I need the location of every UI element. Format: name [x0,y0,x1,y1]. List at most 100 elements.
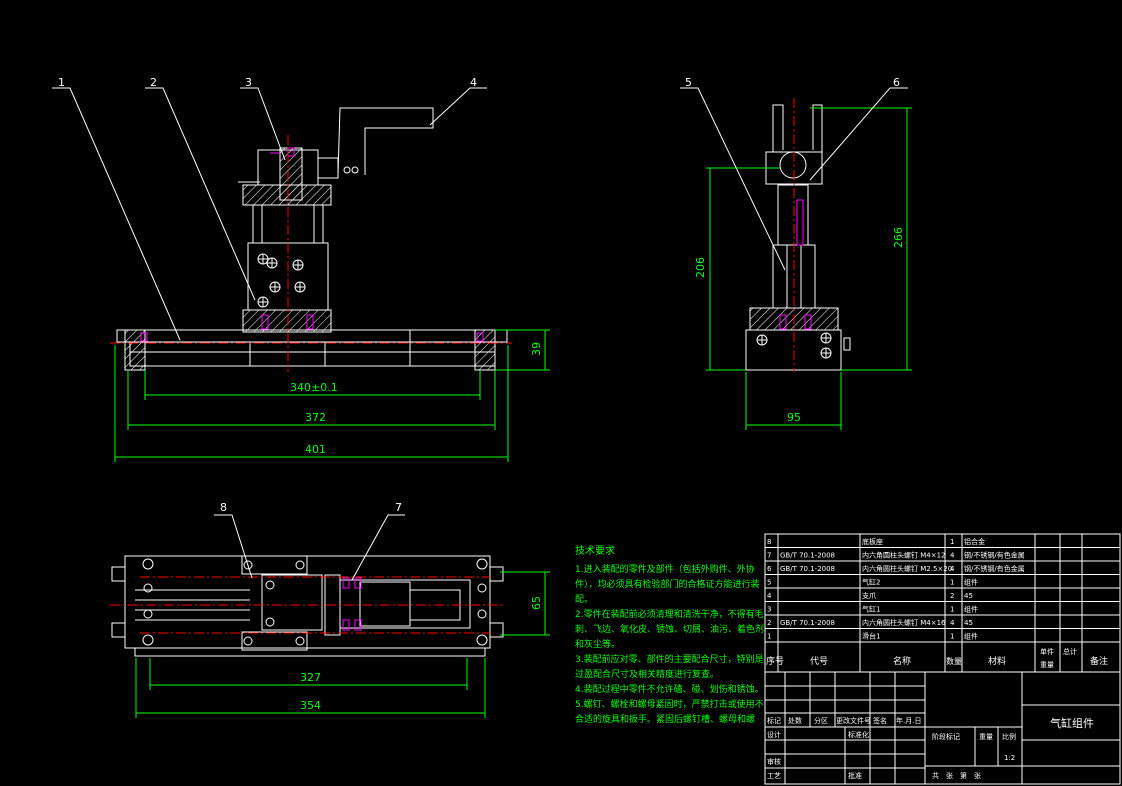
bom-cell-material: 45 [964,619,973,627]
bom-cell-material: 组件 [964,578,978,587]
title-block [764,671,1121,785]
bom-header-name: 名称 [893,655,911,667]
callout-8: 8 [220,501,227,514]
bom-cell-qty: 1 [950,538,954,546]
bom-cell-material: 组件 [964,632,978,641]
bom-cell-code: GB/T 70.1-2008 [780,552,835,560]
bom-header-no: 序号 [766,655,784,667]
tech-line: 1.进入装配的零件及部件（包括外购件、外协 [575,563,755,575]
callout-3: 3 [245,76,252,89]
bom-header-remark: 备注 [1090,655,1108,667]
bom-cell-code: GB/T 70.1-2008 [780,565,835,573]
tb-design: 设计 [767,730,781,739]
dim-front-340: 340±0.1 [290,381,338,394]
bom-cell-material: 钢/不锈钢/有色金属 [964,564,1025,573]
side-view [745,98,851,372]
tb-sheets: 共 张 第 张 [932,771,981,780]
bom-cell-qty: 1 [950,606,954,614]
tech-line: 2.零件在装配前必须清理和清洗干净，不得有毛 [575,608,764,620]
bom-header-code: 代号 [810,656,828,667]
front-view-dimensions [114,329,550,462]
bom-cell-qty: 4 [950,619,955,627]
bom-cell-material: 铝合金 [964,537,985,546]
bom-cell-qty: 4 [950,565,955,573]
bom-cell-material: 钢/不锈钢/有色金属 [964,551,1025,560]
tech-line: 合适的旋具和扳手。紧固后螺钉槽、螺母和螺 [575,713,755,725]
bom-cell-name: 内六角圆柱头螺钉 M4×12 [862,551,946,560]
bom-cell-name: 气缸1 [862,605,880,614]
tb-mark: 标记 [767,716,781,725]
bom-cell-no: 5 [767,579,771,587]
tb-date: 年.月.日 [896,716,921,725]
tb-review: 审核 [767,757,781,766]
tech-line: 和灰尘等。 [575,638,620,650]
side-view-dimensions [706,107,912,430]
tb-title: 气缸组件 [1050,716,1094,730]
bom-cell-name: 支爪 [862,591,876,600]
bom-cell-no: 3 [767,606,771,614]
tb-process: 工艺 [767,772,781,780]
tech-requirements: 技术要求 1.进入装配的零件及部件（包括外购件、外协件），均必须具有检验部门的合… [575,544,764,725]
tb-standardize: 标准化 [848,730,869,739]
bom-cell-no: 8 [767,538,771,546]
bom-header-weight: 重量 [1040,661,1054,669]
dim-front-401: 401 [305,443,326,456]
bom-cell-material: 45 [964,592,973,600]
bom-cell-qty: 2 [950,592,954,600]
bom-cell-no: 6 [767,565,772,573]
bom-cell-name: 内六角圆柱头螺钉 M4×16 [862,618,946,627]
tech-title: 技术要求 [575,544,615,557]
tech-line: 过盈配合尺寸及相关精度进行复查。 [575,668,719,680]
bom-header-single: 单件 [1040,647,1054,656]
bom-header-total: 总计 [1063,647,1077,656]
tb-zone: 分区 [814,716,828,725]
callout-1: 1 [58,76,65,89]
tb-count: 处数 [788,716,802,725]
bom-header-material: 材料 [988,655,1006,667]
top-view [110,555,505,657]
bom-cell-qty: 1 [950,579,954,587]
callout-5: 5 [685,76,692,89]
dim-top-327: 327 [300,671,321,684]
bom-cell-no: 7 [767,552,771,560]
bom-header: 序号 代号 名称 数量 材料 单件 总计 重量 备注 [766,647,1108,669]
bom-cell-no: 4 [767,592,772,600]
side-leaders [680,87,908,271]
bom-cell-name: 内六角圆柱头螺钉 M2.5×20 [862,564,952,573]
bom-cell-no: 1 [767,633,771,641]
tech-line: 5.螺钉、螺栓和螺母紧固时，严禁打击或使用不 [575,698,764,710]
tech-line: 4.装配过程中零件不允许磕、碰、划伤和锈蚀。 [575,683,764,695]
tb-signature: 签名 [873,716,887,725]
bom-cell-qty: 4 [950,552,955,560]
dim-side-266: 266 [892,227,905,248]
callout-4: 4 [470,76,477,89]
front-view [110,107,512,372]
bom-cell-material: 组件 [964,605,978,614]
callout-7: 7 [395,501,402,514]
tech-line: 件），均必须具有检验部门的合格证方能进行装 [575,578,760,590]
tb-approve: 批准 [848,771,862,780]
dim-side-95: 95 [787,411,801,424]
tech-line: 3.装配前应对零、部件的主要配合尺寸，特别是 [575,653,764,665]
tb-scale: 比例 [1002,732,1016,741]
bom-cell-name: 气缸2 [862,578,880,587]
dim-front-372: 372 [305,411,326,424]
dim-top-65: 65 [530,596,543,610]
bom-header-qty: 数量 [946,656,962,666]
front-leaders [52,87,487,341]
tech-line: 配。 [575,594,593,605]
top-view-dimensions [135,571,550,718]
tb-stage-mark: 阶段标记 [932,732,960,741]
tech-line: 刺、飞边、氧化皮、锈蚀、切屑、油污、着色剂 [575,623,764,635]
dim-top-354: 354 [300,699,321,712]
callout-2: 2 [150,76,157,89]
tb-scale-value: 1:2 [1004,754,1015,762]
tb-change-doc: 更改文件号 [836,716,871,725]
bom-cell-name: 底板座 [862,537,883,546]
bom-cell-name: 滑台1 [862,632,880,641]
top-leaders [214,514,405,581]
bom-cell-qty: 1 [950,633,954,641]
bom-cell-no: 2 [767,619,771,627]
dim-side-206: 206 [694,257,707,278]
